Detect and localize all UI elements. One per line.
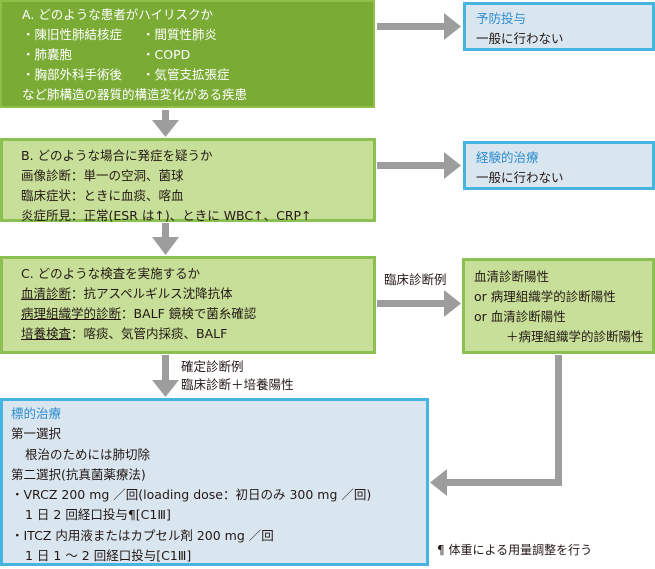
arrow-c-to-lab xyxy=(377,300,447,307)
box-a-row: ・胸部外科手術後 ・気管支拡張症 xyxy=(22,65,373,85)
empirical-title: 経験的治療 xyxy=(476,150,539,165)
test-detail: ：抗アスペルギルス沈降抗体 xyxy=(71,286,233,301)
box-c-line: 病理組織学的診断：BALF 鏡検で菌糸確認 xyxy=(21,304,373,324)
test-label-serology: 血清診断 xyxy=(21,286,72,301)
box-a-row: ・肺嚢胞 ・COPD xyxy=(22,45,373,65)
box-targeted-treatment: 標的治療 第一選択 根治のためには肺切除 第二選択(抗真菌薬療法) ・VRCZ … xyxy=(0,398,429,566)
arrow-lab-down xyxy=(555,355,562,486)
treatment-title: 標的治療 xyxy=(11,406,62,421)
arrowhead-treatment xyxy=(152,380,179,397)
arrow-label-confirmed-detail: 臨床診断＋培養陽性 xyxy=(181,377,294,392)
empirical-text: 一般に行わない xyxy=(476,170,564,185)
box-c-title: C. どのような検査を実施するか xyxy=(21,266,201,281)
test-label-pathology: 病理組織学的診断 xyxy=(21,306,122,321)
arrow-a-to-prevention xyxy=(377,23,447,30)
box-a-footer: など肺構造の器質的構造変化がある疾患 xyxy=(22,87,248,102)
regimen-vrcz: ・VRCZ 200 mg ／回(loading dose：初日のみ 300 mg… xyxy=(11,487,372,503)
box-b-line: 臨床症状：ときに血痰、喀血 xyxy=(21,188,184,203)
box-a-item: ・COPD xyxy=(142,47,191,62)
box-prevention: 予防投与 一般に行わない xyxy=(463,2,655,51)
box-a-item: ・胸部外科手術後 xyxy=(22,67,123,82)
box-b-title: B. どのような場合に発症を疑うか xyxy=(21,148,213,163)
test-label-culture: 培養検査 xyxy=(21,326,72,341)
arrow-a-to-b xyxy=(162,110,169,122)
box-a-item: ・気管支拡張症 xyxy=(142,67,230,82)
regimen-itcz: ・ITCZ 内用液またはカプセル剤 200 mg ／回 xyxy=(11,527,274,543)
test-detail: ：BALF 鏡検で菌糸確認 xyxy=(121,306,257,321)
arrowhead-empirical xyxy=(444,152,461,179)
box-a-title: A. どのような患者がハイリスクか xyxy=(22,7,214,22)
prevention-text: 一般に行わない xyxy=(476,31,564,46)
box-a-item: ・間質性肺炎 xyxy=(142,27,218,42)
box-lab-positive: 血清診断陽性 or 病理組織学的診断陽性 or 血清診断陽性 ＋病理組織学的診断… xyxy=(462,258,655,354)
regimen-vrcz-dosing: 1 日 2 回経口投与¶[C1Ⅲ] xyxy=(25,507,171,523)
box-high-risk-patients: A. どのような患者がハイリスクか ・陳旧性肺結核症 ・間質性肺炎 ・肺嚢胞 ・… xyxy=(0,0,375,108)
box-suspect-onset: B. どのような場合に発症を疑うか 画像診断：単一の空洞、菌球 臨床症状：ときに… xyxy=(0,138,376,223)
arrowhead-c xyxy=(152,237,179,255)
lab-line: ＋病理組織学的診断陽性 xyxy=(506,329,644,344)
arrow-b-to-empirical xyxy=(377,162,447,169)
arrowhead-lab-to-treatment xyxy=(430,469,447,496)
box-c-line: 血清診断：抗アスペルギルス沈降抗体 xyxy=(21,284,373,304)
footnote: ¶ 体重による用量調整を行う xyxy=(437,543,593,557)
arrowhead-prevention xyxy=(444,13,461,40)
box-c-line: 培養検査：喀痰、気管内採痰、BALF xyxy=(21,324,373,344)
arrowhead-lab xyxy=(444,290,461,317)
box-empirical-treatment: 経験的治療 一般に行わない xyxy=(463,141,655,190)
first-choice: 第一選択 xyxy=(11,426,62,442)
lab-line: or 病理組織学的診断陽性 xyxy=(474,289,616,304)
box-a-row: ・陳旧性肺結核症 ・間質性肺炎 xyxy=(22,25,373,45)
arrow-b-to-c xyxy=(162,223,169,239)
second-choice: 第二選択(抗真菌薬療法) xyxy=(11,466,146,482)
box-a-item: ・陳旧性肺結核症 xyxy=(22,27,123,42)
first-choice-detail: 根治のためには肺切除 xyxy=(25,446,151,462)
arrow-label-confirmed: 確定診断例 xyxy=(181,359,244,374)
regimen-itcz-dosing: 1 日 1 ～ 2 回経口投与[C1Ⅲ] xyxy=(25,548,192,564)
box-b-line: 炎症所見：正常(ESR は↑)、ときに WBC↑、CRP↑ xyxy=(21,208,312,223)
box-tests: C. どのような検査を実施するか 血清診断：抗アスペルギルス沈降抗体 病理組織学… xyxy=(0,256,376,354)
arrow-label-clinical: 臨床診断例 xyxy=(384,272,447,287)
test-detail: ：喀痰、気管内採痰、BALF xyxy=(71,326,228,341)
arrow-c-to-treatment xyxy=(162,355,169,382)
lab-line: 血清診断陽性 xyxy=(474,269,550,284)
box-b-line: 画像診断：単一の空洞、菌球 xyxy=(21,168,184,183)
prevention-title: 予防投与 xyxy=(476,11,527,26)
lab-line: or 血清診断陽性 xyxy=(474,309,566,324)
arrow-lab-left xyxy=(445,479,562,486)
arrowhead-b xyxy=(152,120,179,137)
box-a-item: ・肺嚢胞 xyxy=(22,47,73,62)
